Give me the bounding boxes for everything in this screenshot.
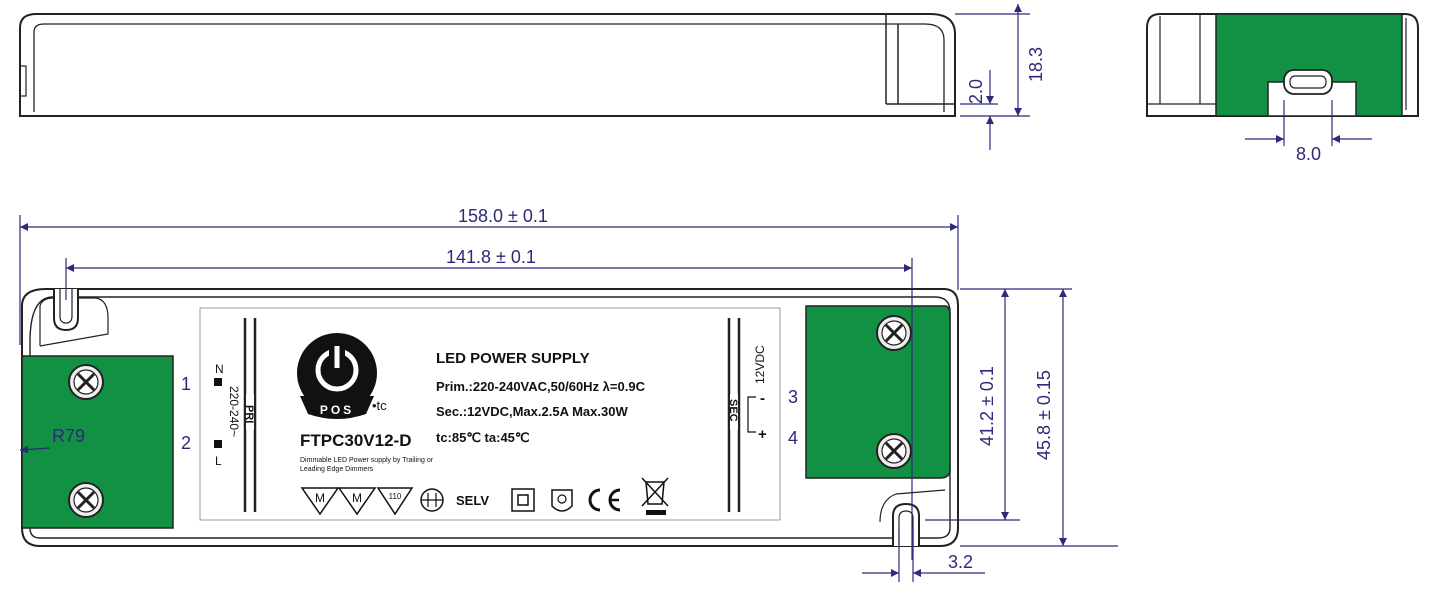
voltage-output-label: 12VDC <box>753 345 767 384</box>
product-label <box>199 307 781 521</box>
polarity-bracket <box>747 396 756 433</box>
description-line-1: Dimmable LED Power supply by Trailing or <box>300 457 434 464</box>
end-view-dimensions <box>1245 100 1372 146</box>
weee-bin-icon <box>641 477 669 515</box>
svg-text:M: M <box>352 491 362 505</box>
dim-radius: R79 <box>52 426 85 446</box>
m-mark-1-icon: M <box>300 487 340 516</box>
double-insulation-icon <box>511 488 535 512</box>
screw-4 <box>876 433 912 469</box>
safety-transformer-icon <box>551 489 573 512</box>
screw-2 <box>68 482 104 518</box>
dim-length-total: 158.0 ± 0.1 <box>458 206 548 226</box>
end-view <box>1146 13 1419 117</box>
terminal-number-2: 2 <box>181 433 191 453</box>
dim-hole-spacing: 141.8 ± 0.1 <box>446 247 536 267</box>
dim-base-offset: 2.0 <box>966 79 986 104</box>
plus-label: + <box>758 426 767 443</box>
terminal-block-output <box>805 305 951 479</box>
svg-text:110: 110 <box>389 492 402 501</box>
dim-height-total: 18.3 <box>1026 47 1046 82</box>
terminal-number-1: 1 <box>181 374 191 394</box>
dim-width-inner: 41.2 ± 0.1 <box>977 366 997 446</box>
svg-text:M: M <box>315 491 325 505</box>
label-title: LED POWER SUPPLY <box>436 350 590 367</box>
label-dividers <box>243 318 741 512</box>
n-terminal-marker <box>214 378 222 386</box>
l-label: L <box>215 454 222 468</box>
brand-logo: POS <box>297 333 377 419</box>
dim-width-total: 45.8 ± 0.15 <box>1034 370 1054 460</box>
sec-spec: Sec.:12VDC,Max.2.5A Max.30W <box>436 404 628 419</box>
certification-marks: M M 110 SELV <box>300 477 669 516</box>
mounting-slot-left <box>53 289 79 332</box>
description-line-2: Leading Edge Dimmers <box>300 466 374 473</box>
dimmable-symbol-icon <box>420 488 444 512</box>
logo-text: POS <box>320 403 354 417</box>
n-label: N <box>215 362 224 376</box>
side-view <box>19 13 956 117</box>
selv-mark: SELV <box>456 493 489 508</box>
side-view-dimensions <box>955 4 1030 150</box>
screw-3 <box>876 315 912 351</box>
terminal-block-input <box>21 355 174 529</box>
model-number: FTPC30V12-D <box>300 431 411 450</box>
mounting-slot-right <box>892 502 920 546</box>
mark-110-icon: 110 <box>376 487 414 516</box>
terminal-number-4: 4 <box>788 428 798 448</box>
prim-spec: Prim.:220-240VAC,50/60Hz λ=0.9C <box>436 379 646 394</box>
ce-mark-icon <box>588 488 621 512</box>
screw-1 <box>68 364 104 400</box>
dim-slot-width: 8.0 <box>1296 144 1321 164</box>
pri-tag: PRI <box>243 405 255 423</box>
l-terminal-marker <box>214 440 222 448</box>
minus-label: - <box>760 390 765 407</box>
dim-slot-diameter: 3.2 <box>948 552 973 572</box>
voltage-input-label: 220-240~ <box>227 386 241 437</box>
m-mark-2-icon: M <box>337 487 377 516</box>
tc-mark: •tc <box>372 398 387 413</box>
terminal-number-3: 3 <box>788 387 798 407</box>
sec-tag: SEC <box>727 399 739 422</box>
temperature-spec: tc:85℃ ta:45℃ <box>436 430 530 445</box>
top-view-dimension-lines <box>19 215 1118 582</box>
